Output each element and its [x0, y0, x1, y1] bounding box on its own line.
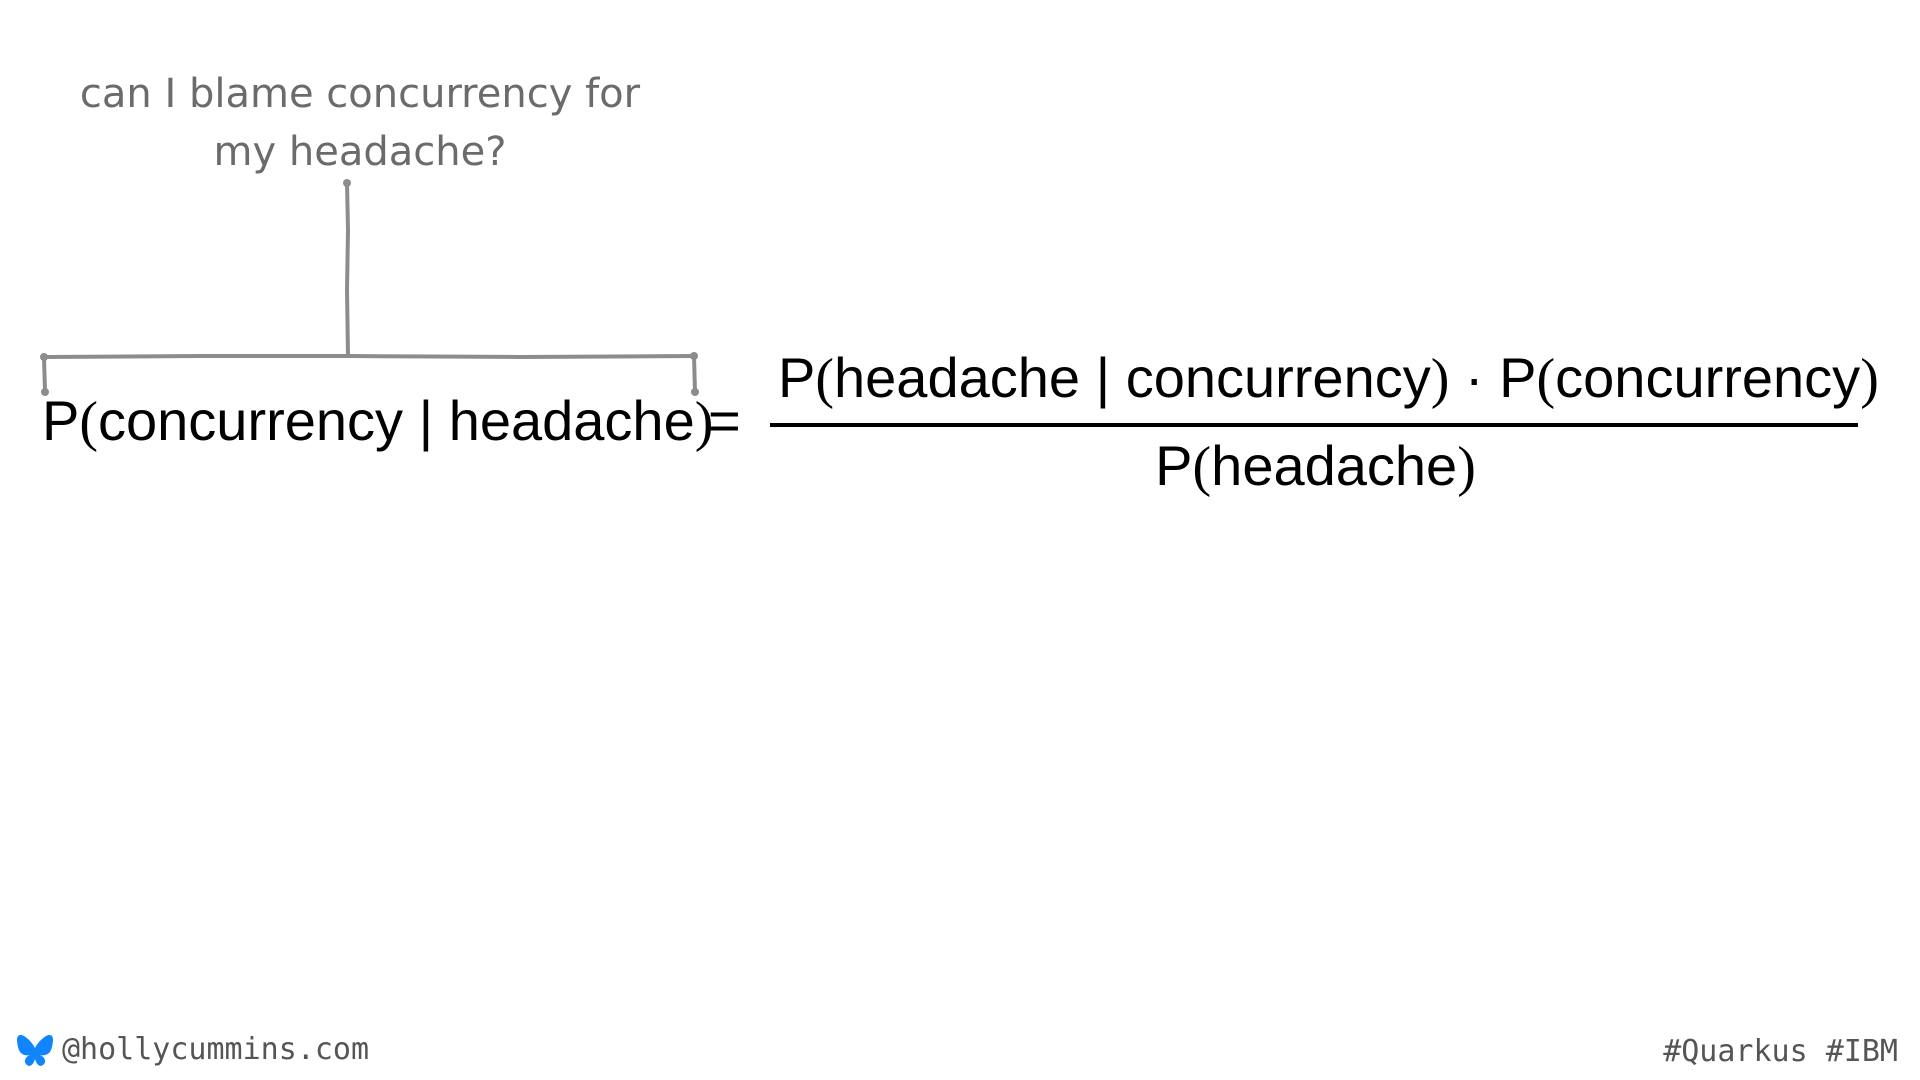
fraction-bar — [770, 423, 1858, 427]
num-close1: ) — [1430, 348, 1450, 410]
num-close2: ) — [1860, 348, 1879, 410]
lhs-close-paren: ) — [694, 391, 714, 453]
lhs-p: P — [42, 389, 80, 452]
annotation-line-2: my headache? — [213, 129, 507, 175]
bracket-right-tick — [692, 354, 697, 394]
bracket-bar — [42, 354, 696, 359]
num-p1: P — [778, 346, 816, 409]
equation-lhs: P(concurrency | headache) — [42, 388, 713, 455]
fraction-denominator: P(headache) — [778, 433, 1853, 500]
den-p: P — [1155, 434, 1193, 497]
butterfly-icon — [17, 1034, 53, 1066]
bracket-stem — [345, 181, 350, 358]
bracket-left-tick — [42, 355, 47, 394]
den-body: headache — [1211, 434, 1458, 497]
num-body2: concurrency — [1555, 346, 1861, 409]
den-open: ( — [1192, 436, 1212, 498]
num-dot: · — [1449, 346, 1500, 409]
den-close: ) — [1457, 436, 1476, 498]
fraction-numerator: P(headache | concurrency) · P(concurrenc… — [778, 345, 1879, 412]
annotation-line-1: can I blame concurrency for — [79, 71, 641, 117]
lhs-body: concurrency | headache — [98, 389, 695, 452]
equals-sign: = — [708, 389, 741, 452]
footer-tags: #Quarkus #IBM — [1663, 1034, 1898, 1069]
num-open1: ( — [815, 348, 835, 410]
num-body1: headache | concurrency — [834, 346, 1431, 409]
num-p2: P — [1499, 346, 1537, 409]
num-open2: ( — [1536, 348, 1556, 410]
annotation-text: can I blame concurrency for my headache? — [60, 65, 660, 181]
footer-handle-group: @hollycummins.com — [16, 1032, 369, 1067]
social-handle: @hollycummins.com — [62, 1032, 370, 1067]
lhs-open-paren: ( — [79, 391, 99, 453]
